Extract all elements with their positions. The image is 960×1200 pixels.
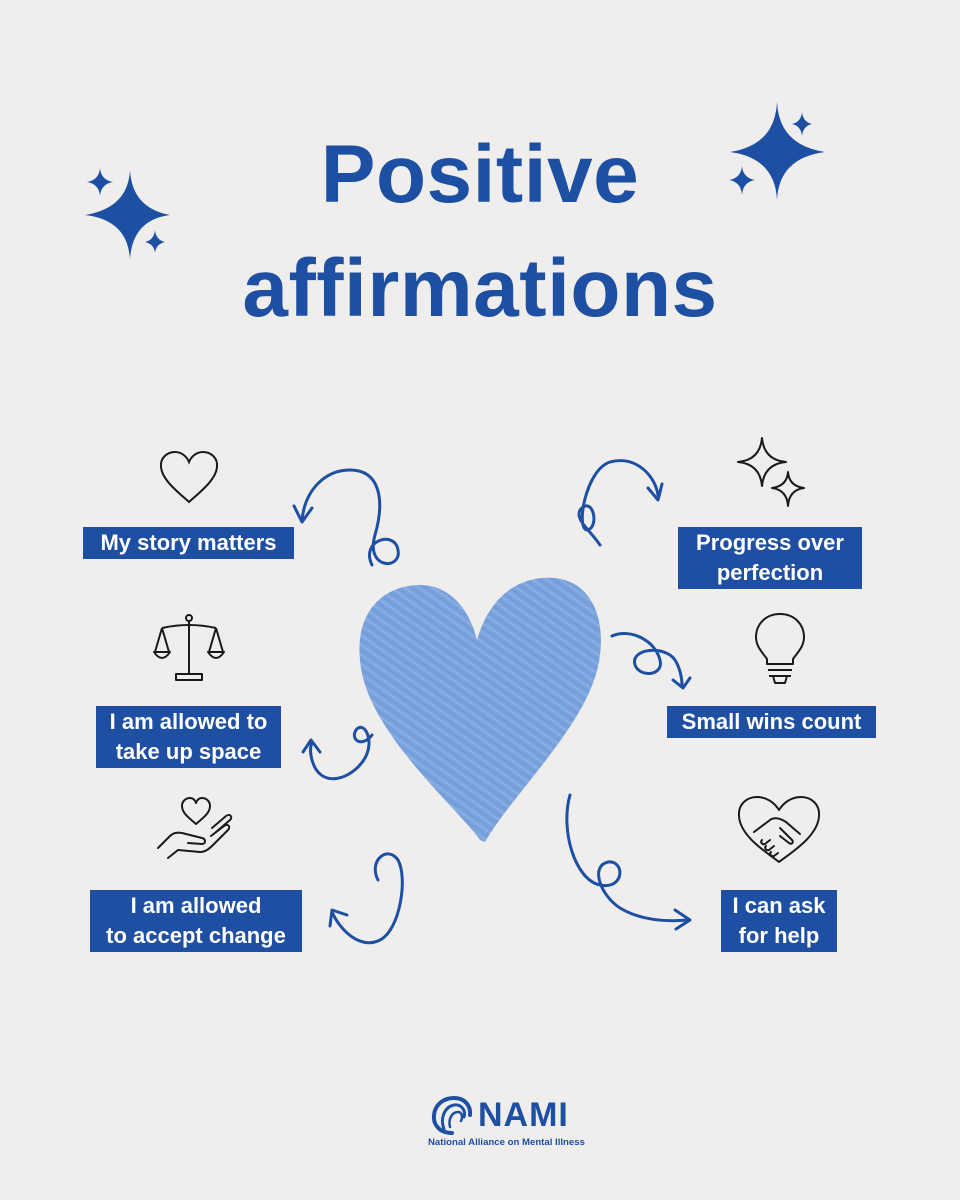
affirmation-line: Small wins count	[681, 709, 862, 734]
affirmation-small-wins-count: Small wins count	[667, 706, 876, 738]
heart-outline-icon	[159, 450, 219, 504]
arrow-head-progress	[646, 482, 664, 502]
title-line-1: Positive	[320, 129, 640, 220]
central-heart-icon	[359, 577, 601, 842]
affirmation-line: for help	[738, 923, 820, 948]
arrow-head-help	[673, 908, 692, 931]
affirmation-line: I am allowed	[130, 893, 262, 918]
arrow-to-progress	[577, 459, 660, 547]
affirmation-line: My story matters	[100, 530, 277, 555]
affirmation-line: I can ask	[732, 893, 826, 918]
arrow-head-wins	[671, 676, 692, 690]
logo-tagline: National Alliance on Mental Illness	[428, 1137, 585, 1148]
affirmation-my-story-matters: My story matters	[83, 527, 294, 559]
page-title: Positive affirmations	[0, 118, 960, 346]
arrow-to-story	[300, 468, 400, 567]
arrow-to-wins	[610, 632, 684, 687]
arrow-to-space	[309, 726, 374, 781]
affirmation-take-up-space: I am allowed to take up space	[96, 706, 281, 768]
affirmation-line: I am allowed to	[109, 709, 268, 734]
affirmation-ask-for-help: I can ask for help	[721, 890, 837, 952]
nami-logo: NAMI National Alliance on Mental Illness	[428, 1093, 585, 1153]
scales-of-justice-icon	[153, 614, 225, 681]
hand-holding-heart-icon	[157, 797, 233, 859]
arrow-head-space	[301, 738, 322, 754]
affirmation-line: to accept change	[106, 923, 286, 948]
sparkles-icon	[737, 437, 805, 507]
affirmation-accept-change: I am allowed to accept change	[90, 890, 302, 952]
title-line-2: affirmations	[242, 243, 718, 334]
affirmation-line: Progress over	[696, 530, 844, 555]
arrow-to-help	[565, 793, 690, 923]
sparkle-cluster-right-icon	[729, 102, 825, 200]
affirmation-line: perfection	[716, 560, 824, 585]
affirmation-line: take up space	[115, 739, 262, 764]
sparkle-cluster-left-icon	[85, 168, 170, 260]
nami-swirl-logo-icon	[431, 1095, 473, 1135]
affirmation-progress-over-perfection: Progress over perfection	[678, 527, 862, 589]
lightbulb-icon	[755, 613, 805, 684]
logo-name: NAMI	[478, 1096, 569, 1134]
handshake-heart-icon	[737, 796, 821, 863]
arrow-to-change	[330, 852, 404, 945]
arrow-head-story	[292, 504, 314, 524]
arrow-head-change	[328, 908, 349, 928]
